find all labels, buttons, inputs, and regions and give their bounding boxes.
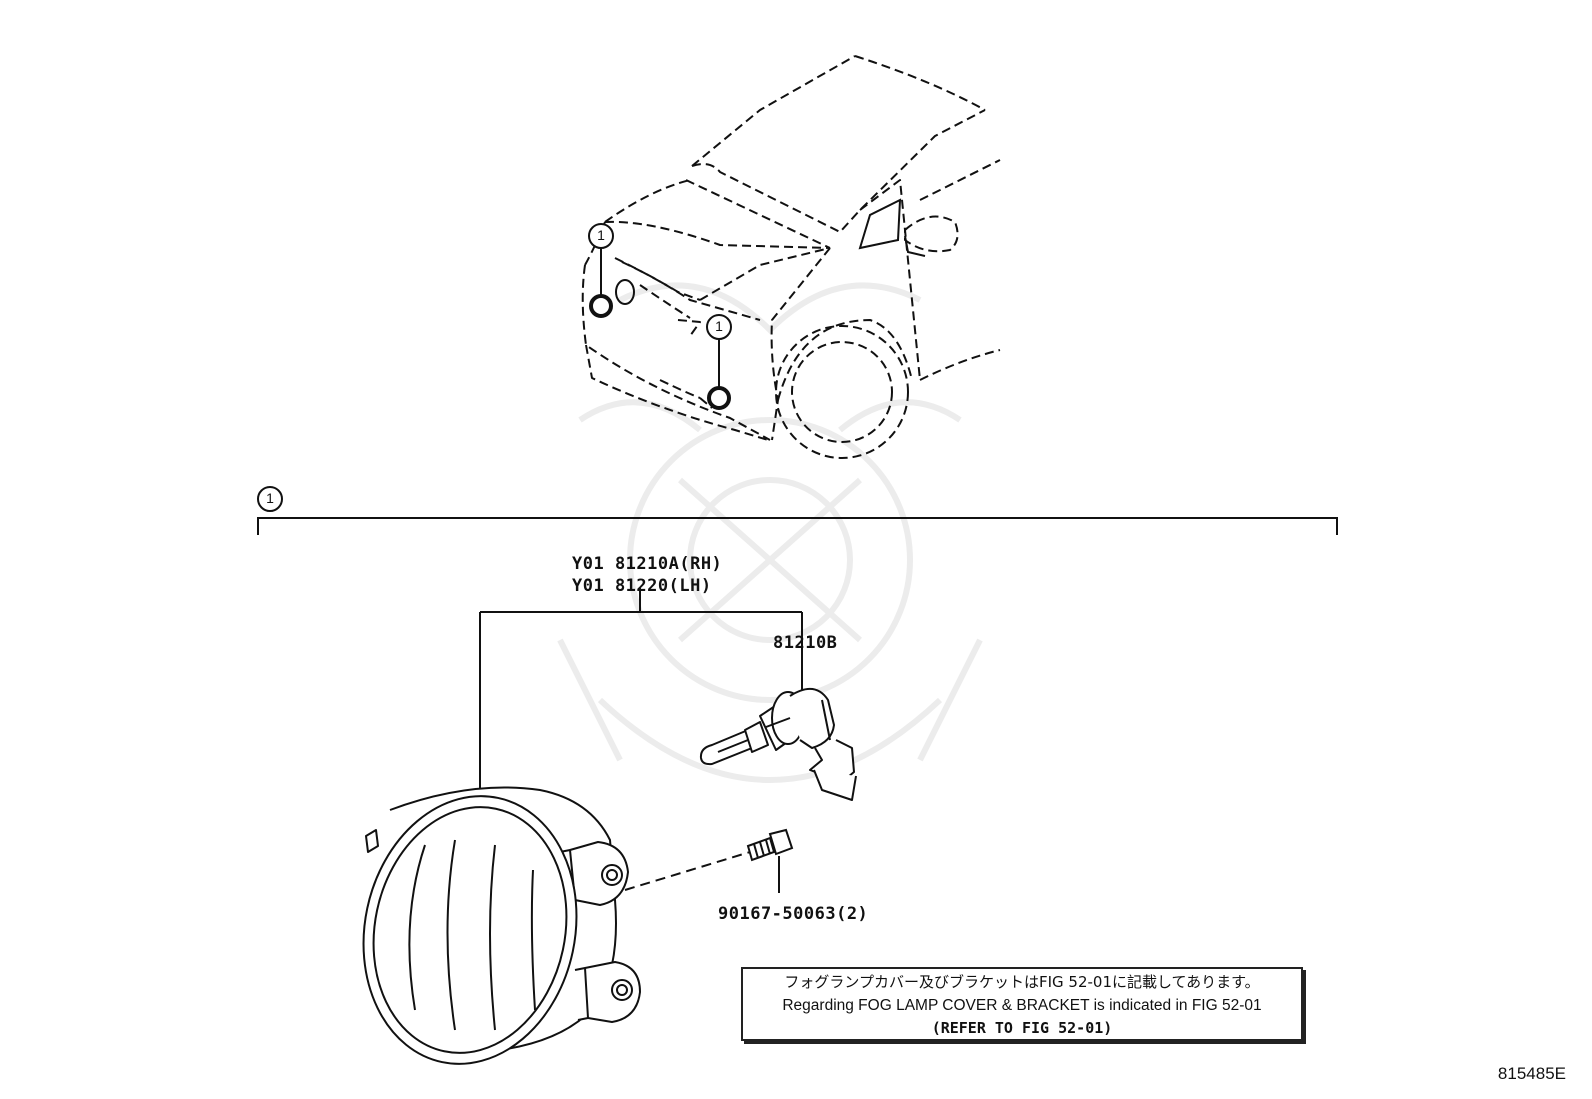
callout-circle-right: [706, 314, 732, 340]
screw-drawing: [746, 828, 794, 862]
fog-bulb-drawing: [699, 688, 857, 801]
callout-number-left: 1: [597, 227, 605, 243]
assembly-bracket: [257, 517, 1338, 535]
car-outline: [581, 55, 1001, 459]
note-english: Regarding FOG LAMP COVER & BRACKET is in…: [782, 997, 1262, 1014]
part-label-fog-lamp-lh: Y01 81220(LH): [572, 576, 712, 596]
reference-note-box: フォグランプカバー及びブラケットはFIG 52-01に記載してあります。 Reg…: [741, 967, 1303, 1041]
note-japanese: フォグランプカバー及びブラケットはFIG 52-01に記載してあります。: [784, 973, 1260, 991]
watermark-emblem: [557, 282, 983, 783]
fog-lamp-position-left: [589, 248, 613, 318]
callout-circle-left: [588, 223, 614, 249]
callout-circle-assembly: [257, 486, 283, 512]
figure-id: 815485E: [1497, 1064, 1566, 1083]
callout-number-right: 1: [715, 318, 723, 334]
note-reference: (REFER TO FIG 52-01): [931, 1019, 1113, 1037]
callout-number-assembly: 1: [266, 490, 274, 506]
part-label-fog-lamp-rh: Y01 81210A(RH): [572, 554, 723, 574]
part-label-bulb: 81210B: [773, 633, 838, 653]
car-solid-details: [615, 198, 926, 305]
leader-lines: [479, 588, 803, 893]
fog-lamp-position-right: [707, 339, 731, 410]
fog-lamp-drawing: [362, 786, 641, 1065]
part-label-screw: 90167-50063(2): [718, 904, 869, 924]
screw-dashed-line: [624, 851, 751, 891]
